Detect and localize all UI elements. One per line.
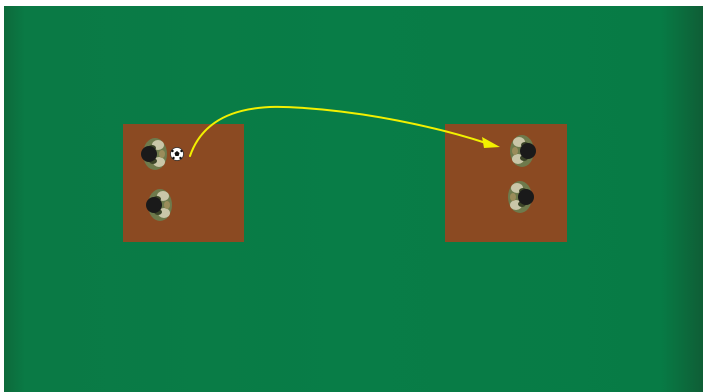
- player-head-icon: [520, 143, 536, 159]
- left-grid-zone: [123, 124, 244, 242]
- arrowhead-icon: [482, 137, 500, 148]
- soccer-pitch: [4, 6, 703, 392]
- player-head-icon: [146, 197, 162, 213]
- pass-arrow: [189, 105, 500, 157]
- pass-arrow-line: [189, 105, 487, 157]
- player-left-bottom[interactable]: [141, 185, 175, 225]
- player-head-icon: [518, 189, 534, 205]
- player-head-icon: [141, 146, 157, 162]
- player-right-top[interactable]: [507, 131, 541, 171]
- player-right-bottom[interactable]: [505, 177, 539, 217]
- soccer-ball-icon[interactable]: [170, 147, 184, 161]
- player-left-top[interactable]: [136, 134, 170, 174]
- right-grid-zone: [445, 124, 567, 242]
